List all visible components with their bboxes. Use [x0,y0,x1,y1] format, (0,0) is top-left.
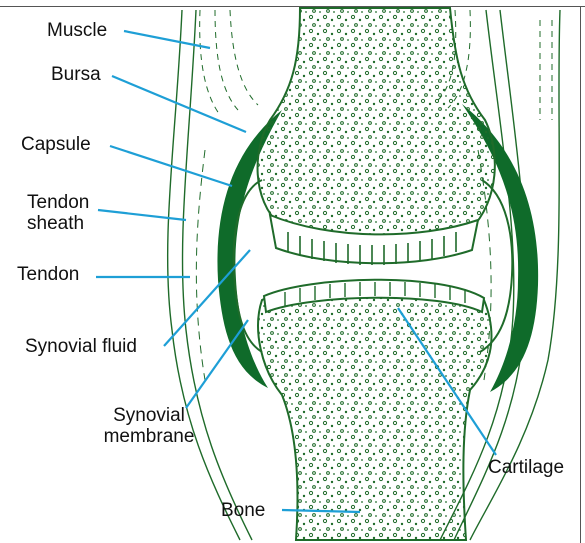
label-tendon: Tendon [17,264,79,285]
label-synovial-fluid: Synovial fluid [25,336,137,357]
label-cartilage: Cartilage [488,457,564,478]
upper-bone [258,8,495,241]
label-synovial-membrane-line1: Synovial [94,405,204,426]
leader-tendon-sheath [98,210,186,220]
leader-muscle [124,31,210,48]
leader-bursa [112,76,246,132]
leader-synovial-membrane [186,320,248,408]
label-synovial-membrane-line2: membrane [94,426,204,447]
label-tendon-sheath-line2: sheath [27,213,84,234]
label-tendon-sheath-line1: Tendon [27,192,89,213]
label-capsule: Capsule [21,134,91,155]
lower-bone [258,283,491,540]
label-muscle: Muscle [47,20,107,41]
label-bone: Bone [221,500,265,521]
label-bursa: Bursa [51,64,101,85]
